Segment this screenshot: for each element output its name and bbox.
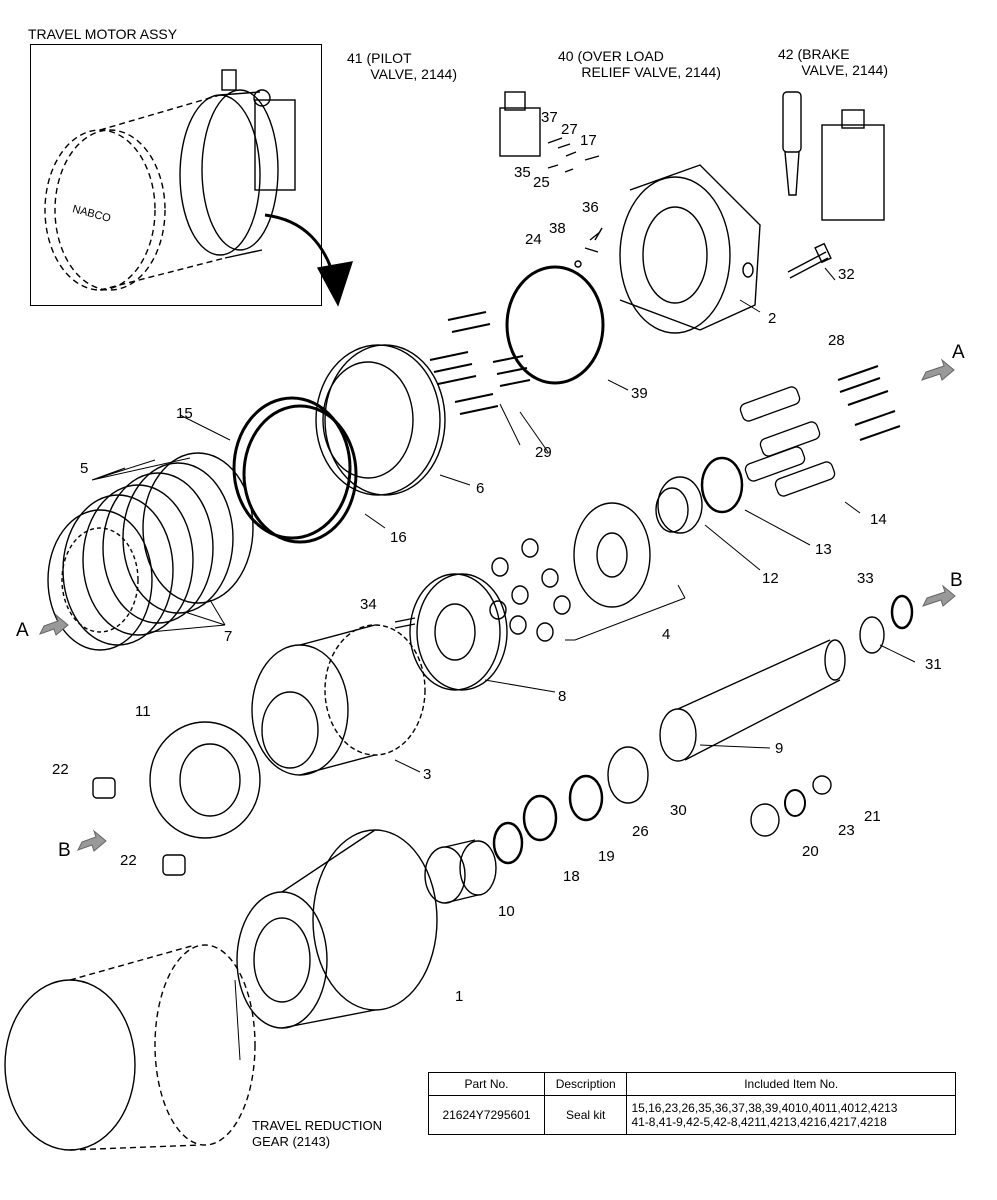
part-label-12: 12 <box>762 570 779 587</box>
part-label-22-bottom: 22 <box>120 852 137 869</box>
travel-motor-assy-drawing <box>44 69 296 291</box>
part-label-30: 30 <box>670 802 687 819</box>
part-label-7: 7 <box>224 628 233 645</box>
part-label-37: 37 <box>541 109 558 126</box>
part-label-17: 17 <box>580 132 597 149</box>
casing-2-drawing <box>619 164 761 334</box>
part-label-10: 10 <box>498 903 515 920</box>
column-header-included-items: Included Item No. <box>626 1072 956 1096</box>
part-label-24: 24 <box>525 231 542 248</box>
section-marker-b-right: B <box>950 570 963 591</box>
part-label-13: 13 <box>815 541 832 558</box>
shaft-9-drawing <box>659 639 846 762</box>
part-no-cell: 21624Y7295601 <box>428 1095 545 1135</box>
part-label-23: 23 <box>838 822 855 839</box>
description-cell: Seal kit <box>543 1095 628 1135</box>
part-label-28: 28 <box>828 332 845 349</box>
included-items-cell: 15,16,23,26,35,36,37,38,39,4010,4011,401… <box>626 1095 956 1135</box>
part-label-1: 1 <box>455 988 464 1005</box>
part-label-16: 16 <box>390 529 407 546</box>
seal-kit-table: Part No. Description Included Item No. 2… <box>428 1072 956 1135</box>
part-label-4: 4 <box>662 626 671 643</box>
part-label-19: 19 <box>598 848 615 865</box>
part-label-32: 32 <box>838 266 855 283</box>
table-row: 21624Y7295601 Seal kit 15,16,23,26,35,36… <box>428 1095 956 1135</box>
column-header-part-no: Part No. <box>428 1072 545 1096</box>
section-marker-a-right: A <box>952 342 965 363</box>
part-label-26: 26 <box>632 823 649 840</box>
part-label-11: 11 <box>135 703 151 720</box>
part-label-20: 20 <box>802 843 819 860</box>
inset-title: TRAVEL MOTOR ASSY <box>28 26 178 42</box>
friction-discs-drawing <box>47 452 254 651</box>
header-travel-reduction-gear: TRAVEL REDUCTION GEAR (2143) <box>252 1118 383 1149</box>
header-pilot-valve: 41 (PILOT VALVE, 2144) <box>347 50 457 82</box>
part-label-25: 25 <box>533 174 550 191</box>
section-marker-a-left: A <box>16 620 29 641</box>
part-label-2: 2 <box>768 310 777 327</box>
section-marker-b-left: B <box>58 840 71 861</box>
travel-motor-inset-frame <box>30 44 322 306</box>
part-label-34: 34 <box>360 596 377 613</box>
part-label-14: 14 <box>870 511 887 528</box>
part-label-35: 35 <box>514 164 531 181</box>
part-label-15: 15 <box>176 405 193 422</box>
column-header-description: Description <box>543 1072 628 1096</box>
part-label-18: 18 <box>563 868 580 885</box>
part-label-31: 31 <box>925 656 942 673</box>
part-label-33: 33 <box>857 570 874 587</box>
part-label-8: 8 <box>558 688 567 705</box>
part-label-38: 38 <box>549 220 566 237</box>
part-label-39: 39 <box>631 385 648 402</box>
part-label-3: 3 <box>423 766 432 783</box>
part-label-9: 9 <box>775 740 784 757</box>
part-label-5: 5 <box>80 460 89 477</box>
part-label-22-top: 22 <box>52 761 69 778</box>
part-label-27: 27 <box>561 121 578 138</box>
travel-reduction-gear-drawing <box>4 944 256 1151</box>
header-brake-valve: 42 (BRAKE VALVE, 2144) <box>778 46 888 78</box>
part-label-21: 21 <box>864 808 881 825</box>
hub-1-drawing <box>236 829 438 1029</box>
part-label-36: 36 <box>582 199 599 216</box>
part-label-29: 29 <box>535 444 552 461</box>
part-label-6: 6 <box>476 480 485 497</box>
header-overload-relief-valve: 40 (OVER LOAD RELIEF VALVE, 2144) <box>558 48 721 80</box>
cylinder-block-3-drawing <box>251 624 426 776</box>
